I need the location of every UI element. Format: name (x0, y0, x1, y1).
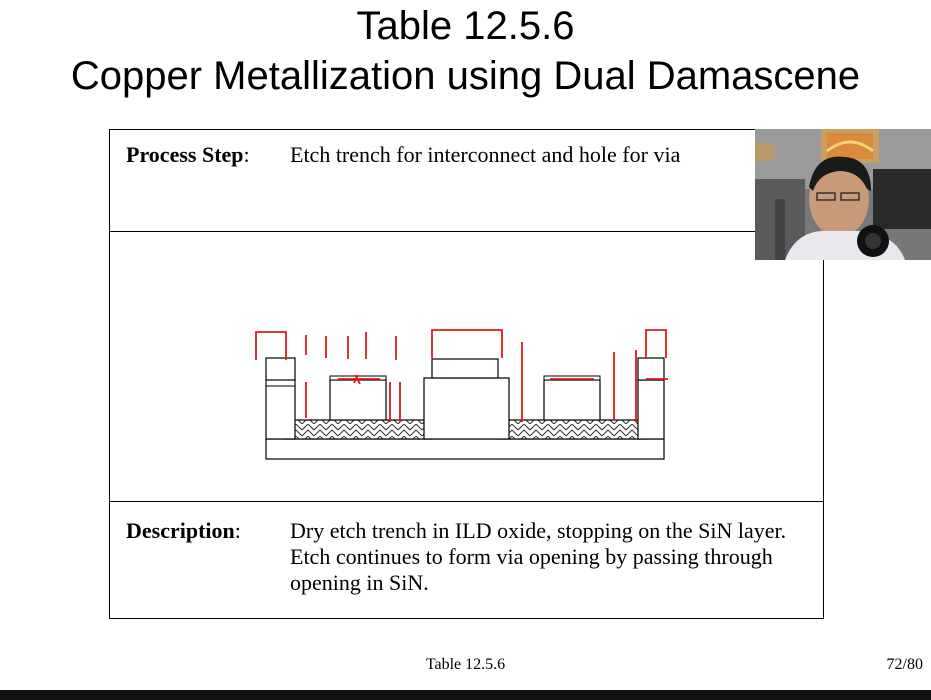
diagram-row (110, 232, 823, 502)
oxide-pillar-1 (265, 379, 296, 440)
process-table: Process Step: Etch trench for interconne… (109, 129, 824, 619)
page-indicator: 72/80 (886, 656, 923, 673)
oxide-pillar-4 (543, 379, 601, 421)
oxide-pillar-2 (329, 379, 387, 421)
copper-right (497, 419, 647, 440)
description-label: Description: (126, 518, 241, 543)
bottom-bar (0, 690, 931, 700)
red-annotations (255, 329, 668, 422)
slide-title-line1: Table 12.5.6 (356, 4, 575, 48)
copper-left (283, 419, 433, 440)
substrate-layer (265, 438, 665, 460)
description-text: Dry etch trench in ILD oxide, stopping o… (290, 518, 787, 595)
footer-caption: Table 12.5.6 (425, 656, 506, 673)
oxide-pillar-3 (423, 377, 510, 440)
slide-title-line2: Copper Metallization using Dual Damascen… (70, 54, 861, 98)
description-row: Description: Dry etch trench in ILD oxid… (110, 502, 823, 618)
process-step-row: Process Step: Etch trench for interconne… (110, 130, 823, 232)
presenter-webcam (755, 129, 931, 260)
process-step-label: Process Step: (126, 142, 250, 167)
cross-section-diagram (255, 329, 668, 460)
process-step-text: Etch trench for interconnect and hole fo… (290, 142, 681, 167)
oxide-pillar-5 (637, 379, 665, 440)
